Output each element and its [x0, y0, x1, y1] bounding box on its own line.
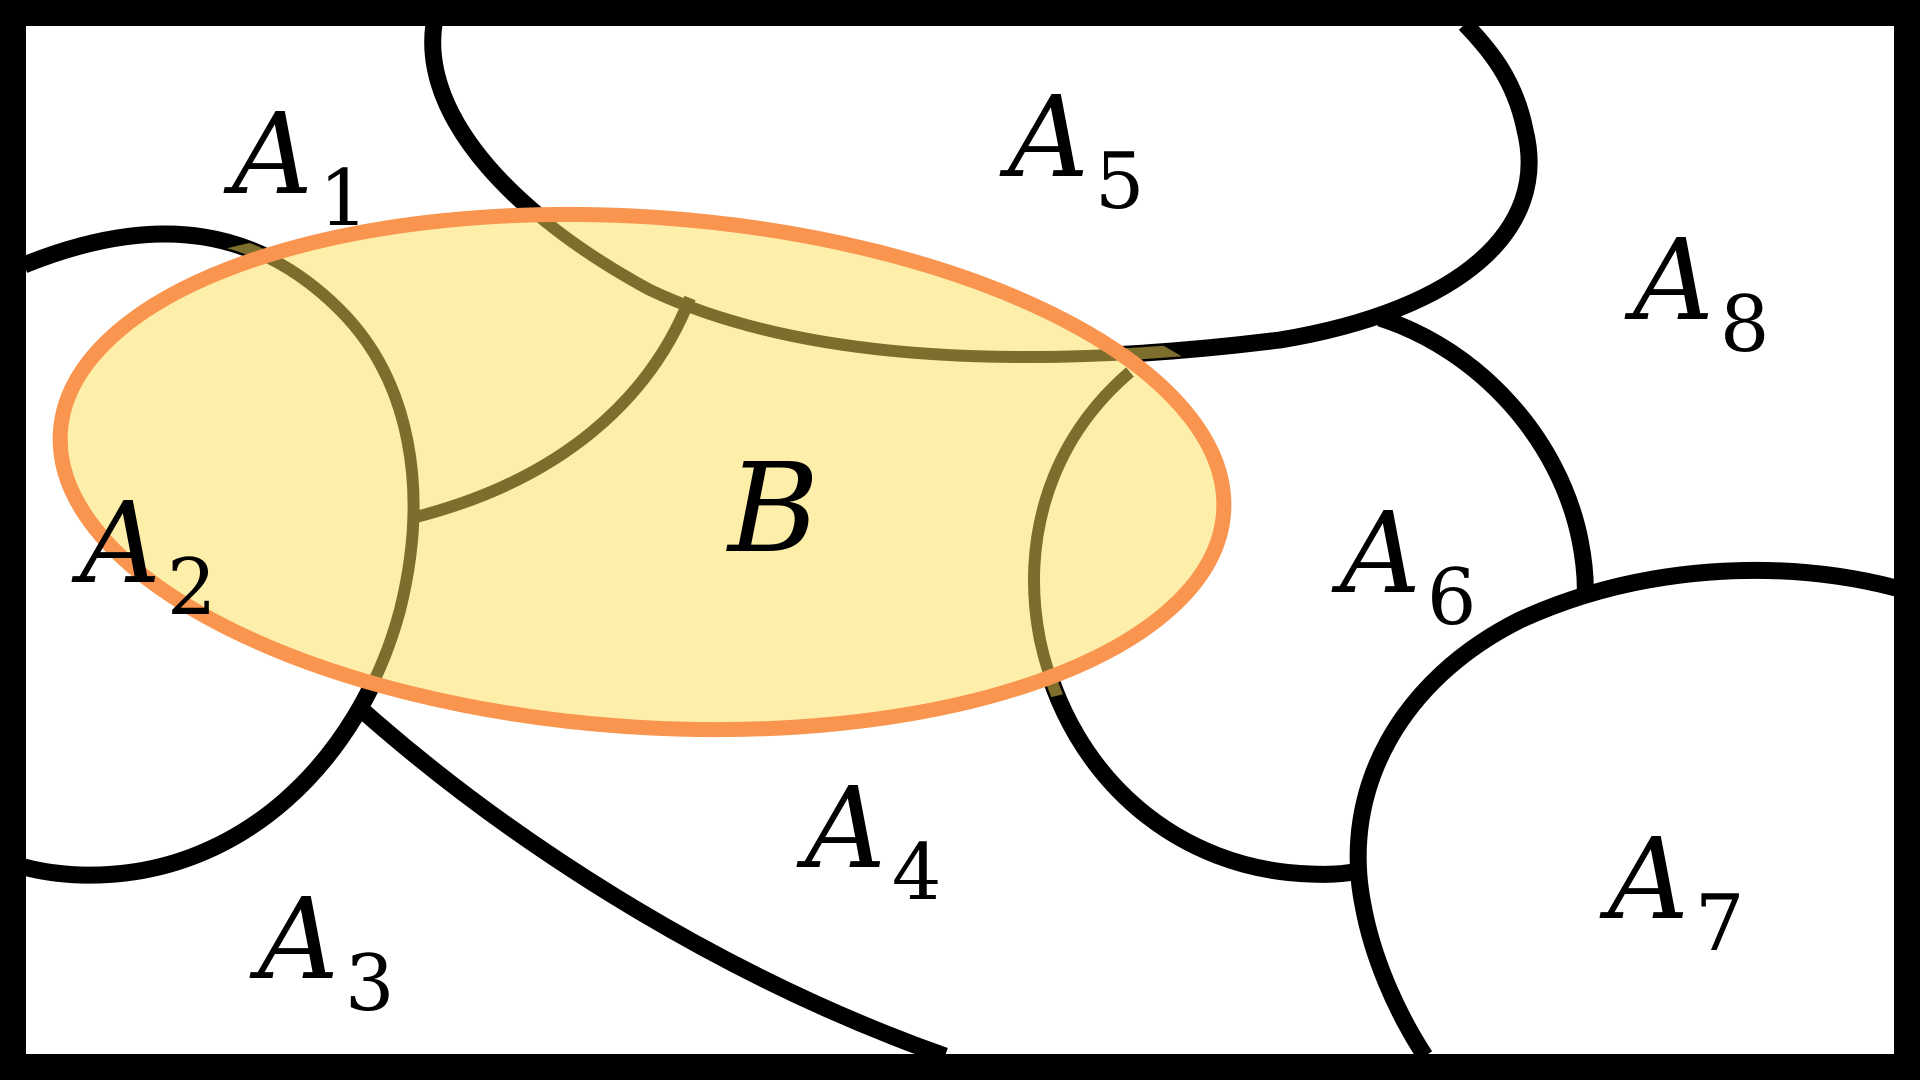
partition-letter: A: [223, 90, 313, 220]
event-b-region: [60, 214, 1224, 730]
partition-index: 7: [1695, 879, 1745, 969]
partition-label-a1: A1: [223, 90, 369, 244]
partition-index: 5: [1095, 137, 1145, 227]
partition-letter: A: [999, 73, 1089, 203]
partition-label-a8: A8: [1624, 216, 1770, 370]
event-b-outline: [52, 206, 1232, 738]
partition-letter: A: [1599, 815, 1689, 945]
partition-index: 1: [319, 154, 369, 244]
partition-letter: A: [1331, 489, 1421, 619]
boundary-a6-a8: [1377, 309, 1594, 602]
event-b-letter: B: [726, 437, 819, 581]
partition-label-a3: A3: [249, 875, 395, 1029]
partition-letter: A: [796, 764, 886, 894]
partition-index: 2: [167, 543, 217, 633]
partition-index: 3: [345, 939, 395, 1029]
partition-label-a4: A4: [796, 764, 942, 918]
event-b-label: B: [726, 437, 819, 581]
partition-letter: A: [249, 875, 339, 1005]
inner-boundary-a1-a4: [414, 295, 696, 523]
partition-index: 8: [1720, 280, 1770, 370]
inner-boundary-a6: [1028, 367, 1311, 773]
partition-label-a2: A2: [71, 479, 217, 633]
partition-label-a6: A6: [1331, 489, 1477, 643]
partition-letter: A: [1624, 216, 1714, 346]
partition-index: 4: [892, 828, 942, 918]
partition-label-a5: A5: [999, 73, 1145, 227]
partition-letter: A: [71, 479, 161, 609]
event-b-ellipse: [60, 214, 1224, 730]
partition-label-a7: A7: [1599, 815, 1745, 969]
partition-index: 6: [1427, 553, 1477, 643]
boundary-a7: [1349, 561, 1898, 1058]
boundary-a3-a4: [356, 703, 948, 1058]
